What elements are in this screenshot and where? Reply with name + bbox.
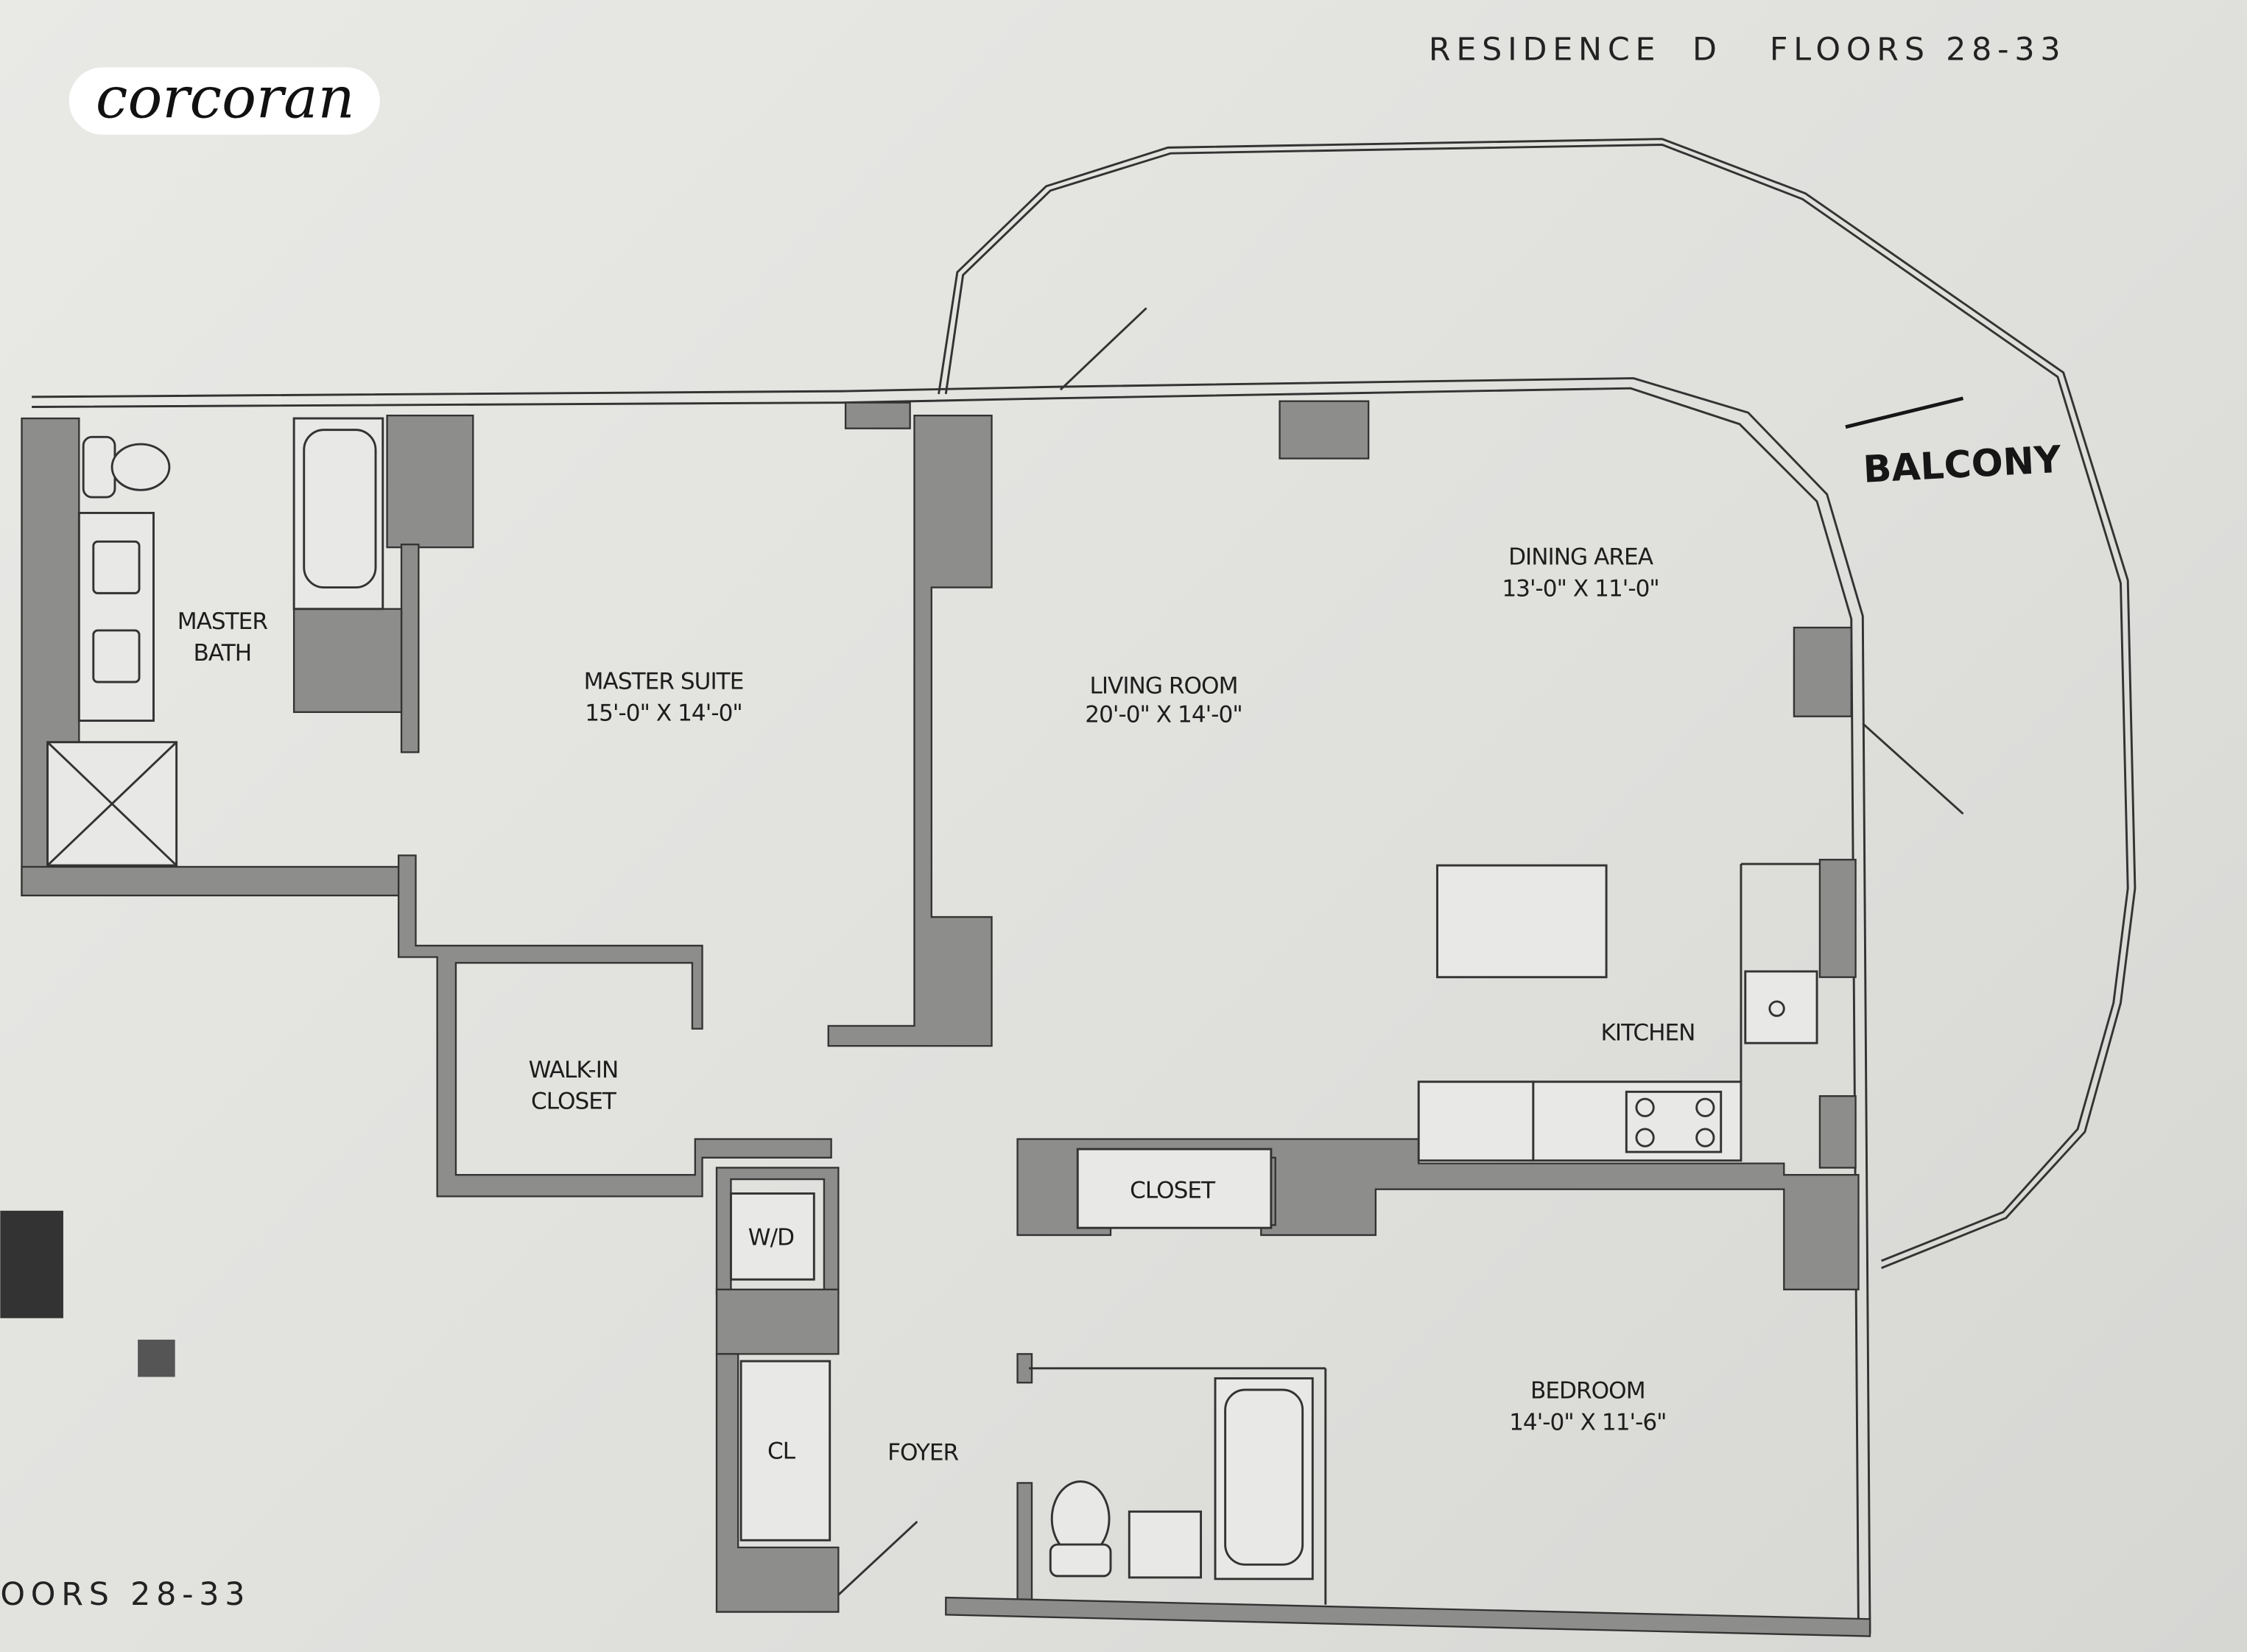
label-bedroom: BEDROOM <box>1530 1378 1645 1405</box>
neighbor-unit-fragment <box>0 1210 63 1318</box>
label-kitchen: KITCHEN <box>1601 1019 1695 1046</box>
toilet-icon <box>82 435 116 499</box>
label-walk-in-closet: WALK-IN <box>529 1057 619 1083</box>
fixtures <box>0 417 1818 1581</box>
label-master-suite: MASTER SUITE <box>584 669 744 695</box>
size-dining-area: 13'-0" X 11'-0" <box>1502 575 1659 602</box>
label-closet: CLOSET <box>1130 1177 1216 1203</box>
size-living-room: 20'-0" X 14'-0" <box>1085 701 1242 728</box>
balcony-door-swing <box>1862 723 1964 815</box>
label-washer-dryer: W/D <box>748 1225 794 1251</box>
sink-icon <box>1128 1510 1203 1579</box>
coat-closet-box <box>739 1360 831 1542</box>
exterior-window-wall <box>32 377 1871 1634</box>
corcoran-logo-badge <box>68 67 380 135</box>
handwritten-underline <box>1845 396 1964 429</box>
balcony-outline-inner <box>944 144 2129 1262</box>
label-walk-in-closet-2: CLOSET <box>531 1089 617 1115</box>
walls <box>21 400 1871 1637</box>
size-master-suite: 15'-0" X 14'-0" <box>585 700 742 727</box>
label-master-bath-2: BATH <box>194 640 252 667</box>
size-bedroom: 14'-0" X 11'-6" <box>1509 1409 1666 1435</box>
label-foyer: FOYER <box>887 1439 958 1466</box>
corcoran-logo: corcoran <box>96 66 355 132</box>
sink-icon <box>92 540 141 594</box>
label-master-bath: MASTER <box>177 608 268 635</box>
sink-icon <box>92 629 141 683</box>
label-living-room: LIVING ROOM <box>1089 673 1237 700</box>
entry-door-swing <box>834 1520 918 1599</box>
kitchen-island <box>1436 864 1608 979</box>
footer-title-fragment: OORS 28-33 <box>0 1576 250 1613</box>
counter <box>1417 1080 1535 1162</box>
closet-box <box>1076 1147 1273 1229</box>
balcony-door-swing <box>1059 307 1147 391</box>
washer-dryer-box <box>730 1192 815 1281</box>
label-balcony-handwritten: BALCONY <box>1862 437 2063 491</box>
label-dining-area: DINING AREA <box>1508 544 1654 570</box>
label-coat-closet: CL <box>767 1438 796 1464</box>
balcony-outline <box>938 138 2137 1269</box>
page-title: RESIDENCE D FLOORS 28-33 <box>1429 32 2067 68</box>
